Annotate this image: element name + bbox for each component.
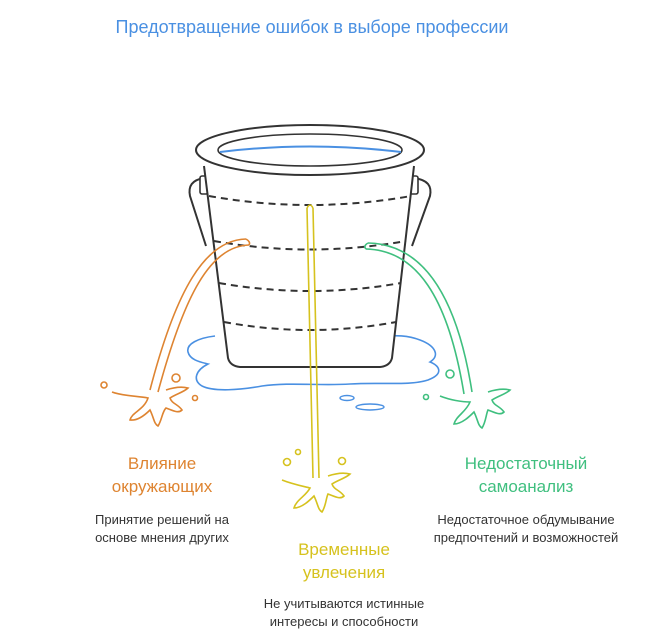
item-label-hobbies: Временные увлечения (298, 540, 390, 582)
page-title: Предотвращение ошибок в выборе профессии (115, 17, 509, 37)
item-description-influence: Принятие решений на основе мнения других (95, 512, 229, 545)
item-label-self-analysis: Недостаточный самоанализ (464, 454, 588, 496)
bucket-rim-inner (217, 133, 403, 167)
item-label-influence: Влияние окружающих (111, 454, 213, 496)
splash-icon (281, 472, 352, 514)
leak-stream-orange (100, 238, 251, 428)
water-puddle (187, 334, 440, 391)
water-surface (219, 145, 402, 153)
water-drop (339, 394, 355, 402)
leak-stream-green (364, 242, 512, 430)
bucket-ring (218, 282, 402, 292)
water-drop (355, 403, 385, 411)
splash-icon (111, 386, 190, 428)
leak-stream-yellow (281, 204, 352, 514)
item-description-hobbies: Не учитываются истинные интересы и спосо… (263, 596, 425, 629)
splash-icon (439, 388, 512, 430)
item-description-self-analysis: Недостаточное обдумывание предпочтений и… (433, 512, 619, 545)
